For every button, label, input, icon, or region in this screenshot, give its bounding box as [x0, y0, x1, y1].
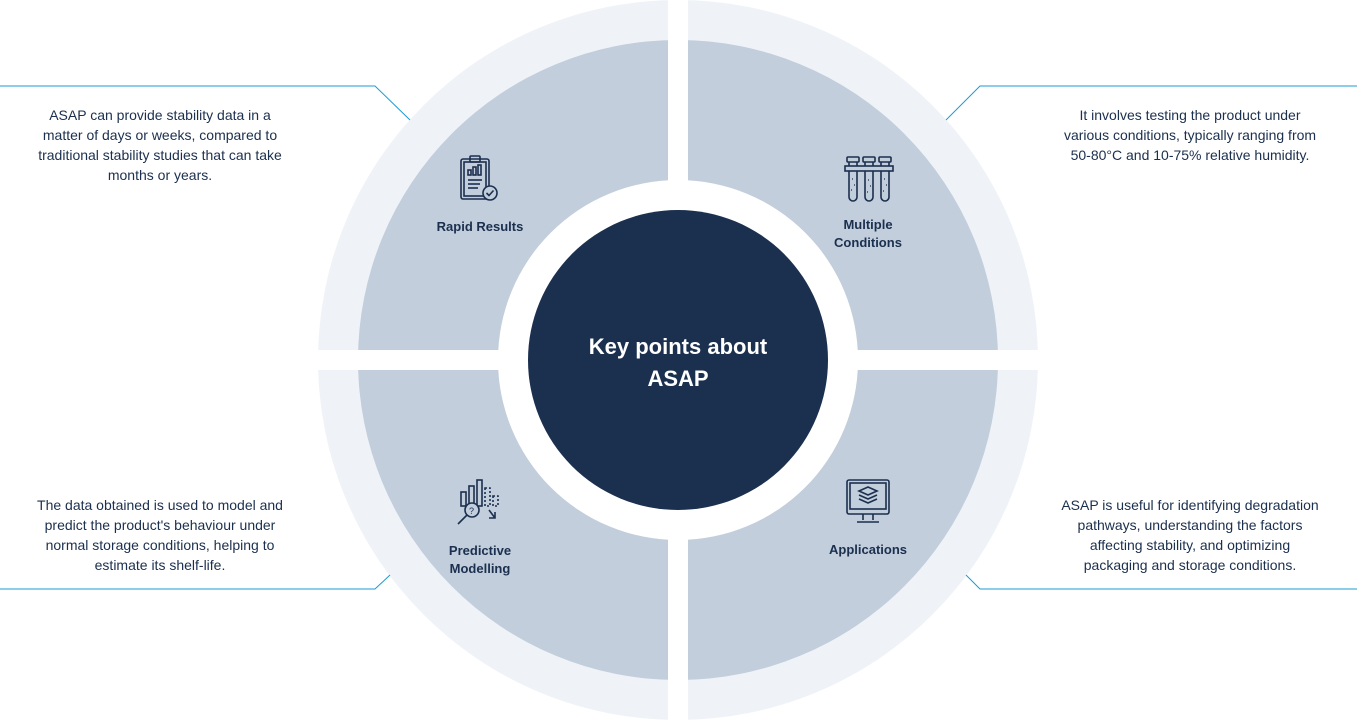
description-line: various conditions, typically ranging fr… [1063, 127, 1317, 143]
description-line: ASAP can provide stability data in a [49, 107, 271, 123]
description-line: traditional stability studies that can t… [38, 147, 282, 163]
description-line: months or years. [107, 167, 213, 183]
clipboard-chart-check-icon [460, 155, 498, 201]
label-rapid-results: Rapid Results [400, 218, 560, 236]
description-rapid-results: ASAP can provide stability data in a mat… [10, 105, 310, 185]
label-applications: Applications [788, 541, 948, 559]
description-line: predict the product's behaviour under [44, 517, 276, 533]
connector-line-bottom-right [965, 574, 1357, 590]
description-line: packaging and storage conditions. [1083, 557, 1297, 573]
description-applications: ASAP is useful for identifying degradati… [1040, 495, 1340, 575]
description-line: matter of days or weeks, compared to [42, 127, 278, 143]
center-circle [528, 210, 828, 510]
label-line: Applications [828, 542, 907, 557]
label-line: Modelling [449, 561, 511, 576]
label-line: Rapid Results [436, 219, 524, 234]
description-line: ASAP is useful for identifying degradati… [1061, 497, 1319, 513]
label-line: Multiple [843, 217, 893, 232]
center-title-line: Key points about [588, 334, 768, 359]
center-title: Key points about ASAP [548, 331, 808, 395]
description-line: It involves testing the product under [1079, 107, 1301, 123]
test-tubes-icon [844, 156, 894, 202]
chart-magnifier-icon: ? [457, 479, 499, 525]
description-line: normal storage conditions, helping to [45, 537, 275, 553]
description-line: pathways, understanding the factors [1077, 517, 1303, 533]
description-multiple-conditions: It involves testing the product under va… [1040, 105, 1340, 165]
label-line: Conditions [834, 235, 902, 250]
description-line: estimate its shelf-life. [94, 557, 226, 573]
connector-line-bottom-left [0, 574, 391, 590]
connector-line-top-left [0, 85, 411, 121]
description-line: 50-80°C and 10-75% relative humidity. [1070, 147, 1310, 163]
monitor-layers-icon [846, 479, 890, 523]
description-line: The data obtained is used to model and [37, 497, 283, 513]
description-predictive-modelling: The data obtained is used to model and p… [10, 495, 310, 575]
center-title-line: ASAP [647, 366, 709, 391]
svg-text:?: ? [469, 506, 474, 516]
description-line: affecting stability, and optimizing [1089, 537, 1291, 553]
label-line: Predictive [448, 543, 512, 558]
connector-line-top-right [945, 85, 1357, 121]
